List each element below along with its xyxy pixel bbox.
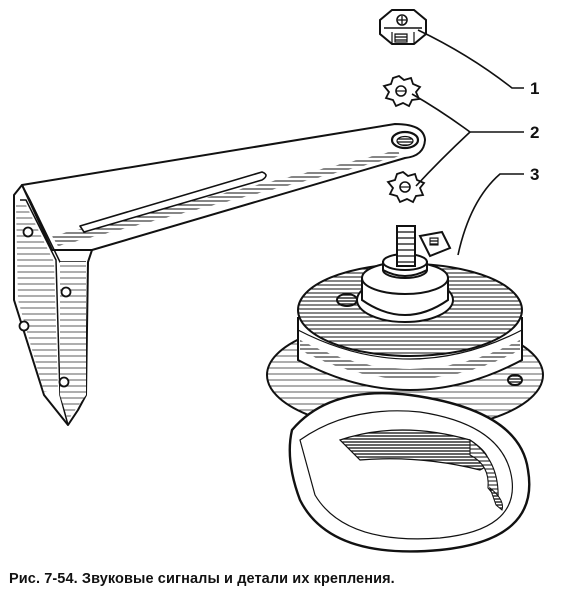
leader-lines [411, 29, 524, 256]
hex-nut [379, 9, 427, 45]
horn-signal [266, 225, 544, 553]
callout-3: 3 [530, 165, 539, 184]
mounting-bracket [13, 123, 426, 426]
lock-washer-bottom [386, 170, 426, 204]
callout-1: 1 [530, 79, 539, 98]
callout-2: 2 [530, 123, 539, 142]
lock-washer-top [382, 74, 422, 108]
figure-caption: Рис. 7-54. Звуковые сигналы и детали их … [9, 571, 395, 587]
